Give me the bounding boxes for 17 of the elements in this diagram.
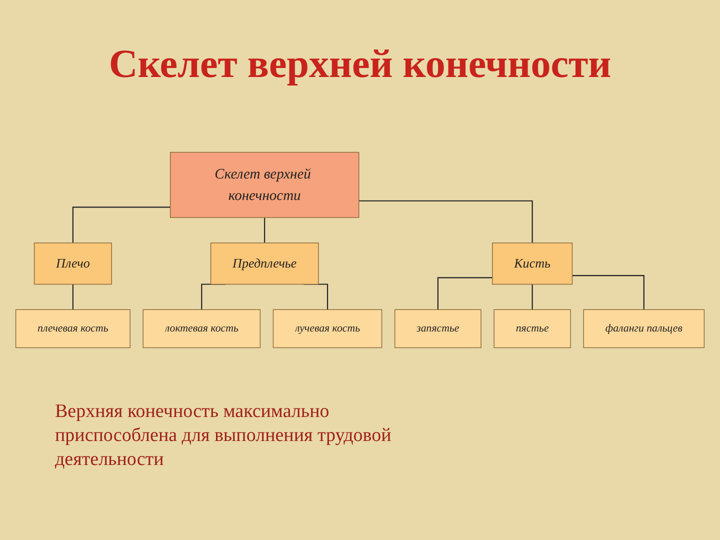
connector: [532, 284, 533, 310]
connector: [358, 200, 533, 243]
node-box: фаланги пальцев: [583, 309, 705, 348]
node-box: Кисть: [492, 242, 573, 285]
connector: [72, 284, 74, 310]
connector: [72, 206, 170, 243]
connector: [264, 217, 266, 243]
note-text: Верхняя конечность максимально приспособлена для выполнения трудовой деятельности: [55, 400, 392, 472]
node-box: запястье: [394, 309, 482, 348]
connector: [572, 275, 644, 310]
node-box: плечевая кость: [15, 309, 130, 348]
node-box: Плечо: [34, 242, 112, 285]
node-box: Предплечье: [210, 242, 319, 285]
connector: [437, 277, 492, 310]
node-box: Скелет верхней конечности: [170, 152, 360, 218]
diagram-title: Скелет верхней конечности: [108, 40, 612, 87]
node-box: пястье: [494, 309, 571, 348]
